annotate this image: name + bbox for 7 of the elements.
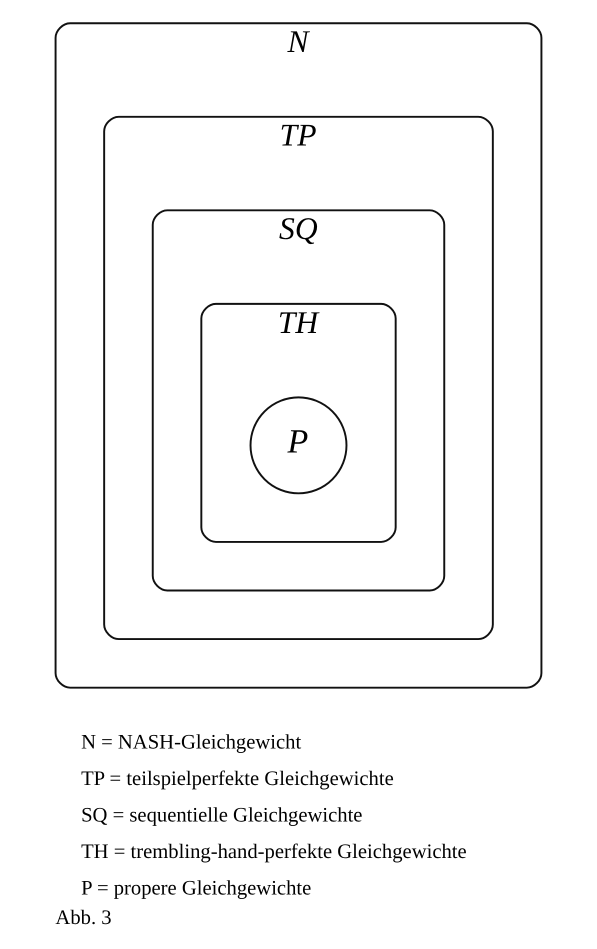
label: TH = trembling-hand-perfekte Gleichgewichte [81, 840, 467, 863]
label: SQ = sequentielle Gleichgewichte [81, 804, 362, 826]
label: TP = teilspielperfekte Gleichgewichte [81, 768, 394, 790]
label: P = propere Gleichgewichte [81, 877, 312, 900]
node-circle: P [250, 396, 348, 494]
caption: Abb. 3 [55, 907, 112, 930]
label: N = NASH-Gleichgewicht [81, 732, 302, 754]
